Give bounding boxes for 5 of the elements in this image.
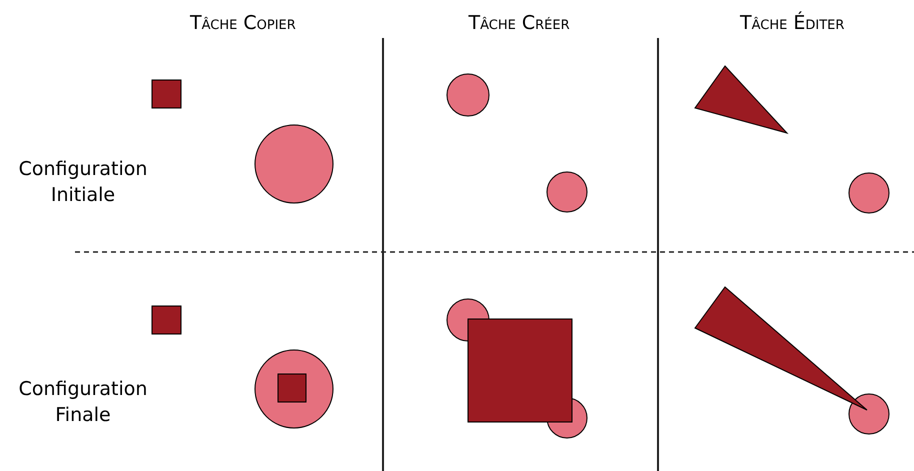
- column-header: Tâche Copier: [190, 12, 296, 34]
- column-header: Tâche Créer: [468, 12, 570, 34]
- row-header: Configuration Initiale: [18, 157, 148, 208]
- column-header: Tâche Éditer: [740, 12, 844, 34]
- row-header: Configuration Finale: [18, 377, 148, 428]
